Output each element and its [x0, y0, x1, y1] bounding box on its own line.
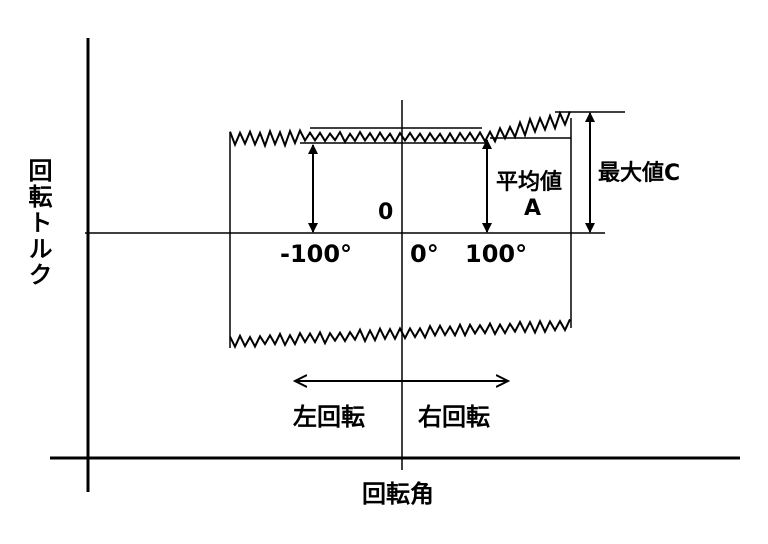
x-axis-label: 回転角 — [362, 480, 434, 508]
tick-0: 0° — [410, 240, 439, 268]
zero-label: 0 — [378, 200, 394, 225]
left-rotation-label: 左回転 — [293, 403, 365, 431]
y-axis-label: 回転トルク — [24, 158, 52, 288]
upper-torque-waveform — [229, 110, 571, 149]
average-label: 平均値 — [496, 170, 563, 195]
average-symbol: A — [524, 196, 542, 221]
tick-100: 100° — [465, 240, 528, 268]
tick-minus-100: -100° — [280, 240, 353, 268]
lower-torque-waveform — [229, 318, 571, 350]
max-label: 最大値C — [598, 161, 681, 186]
right-rotation-label: 右回転 — [418, 403, 490, 431]
